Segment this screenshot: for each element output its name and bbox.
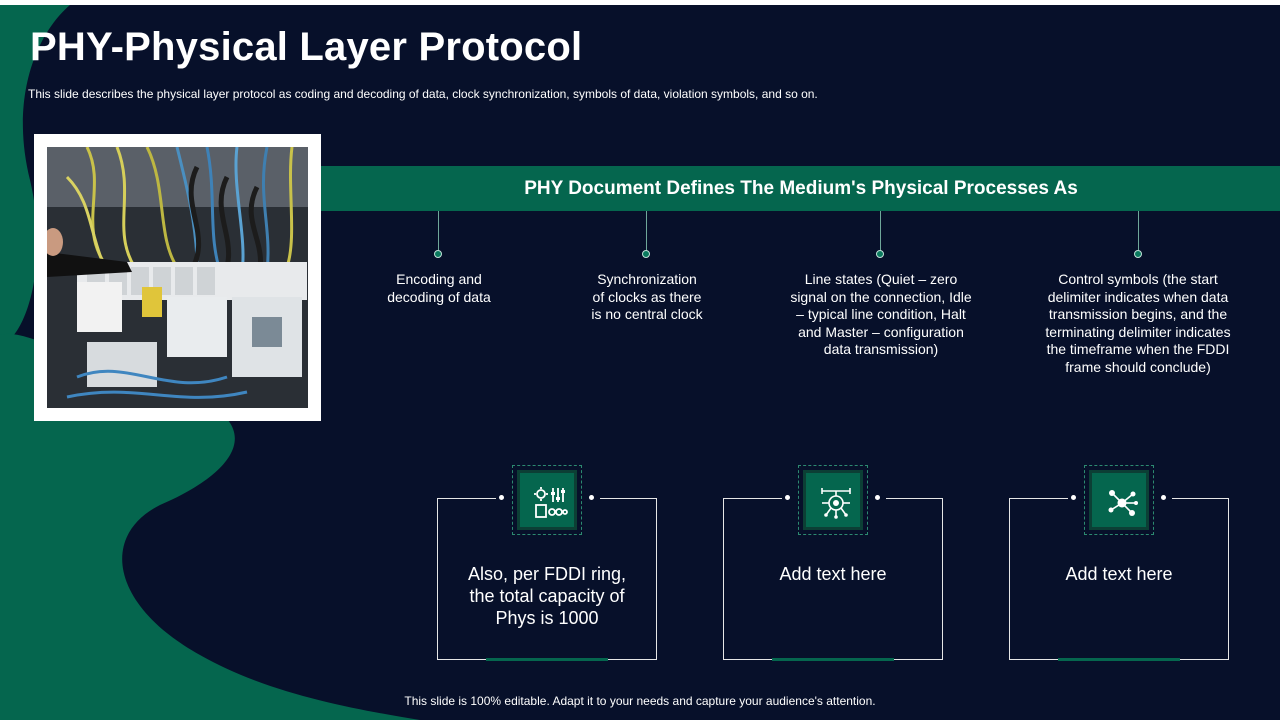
info-card: Also, per FDDI ring, the total capacity … xyxy=(437,465,657,661)
green-wave-background xyxy=(0,5,420,720)
card-text: Also, per FDDI ring, the total capacity … xyxy=(467,564,627,628)
card-icon-box xyxy=(1089,470,1149,530)
card-accent-bar xyxy=(1058,658,1180,661)
card-icon-frame xyxy=(1084,465,1154,535)
circuit-chip-icon xyxy=(821,488,851,519)
photo-frame xyxy=(34,134,321,421)
slide: PHY-Physical Layer Protocol This slide d… xyxy=(0,5,1280,720)
card-text: Add text here xyxy=(779,564,887,584)
process-point-encoding: Encoding and decoding of data xyxy=(364,271,514,306)
connector-line xyxy=(438,211,439,251)
connector-dot xyxy=(434,250,442,258)
electrical-panel-photo xyxy=(47,147,308,408)
point-text: Encoding and decoding of data xyxy=(387,271,491,305)
process-point-synchronization: Synchronization of clocks as there is no… xyxy=(567,271,727,324)
card-icon-box xyxy=(517,470,577,530)
card-edge-dot xyxy=(785,495,790,500)
card-edge-dot xyxy=(1071,495,1076,500)
connector-line xyxy=(1138,211,1139,251)
connector-dot xyxy=(642,250,650,258)
footer-note: This slide is 100% editable. Adapt it to… xyxy=(404,694,876,708)
point-text: Control symbols (the start delimiter ind… xyxy=(1045,271,1231,375)
card-edge-dot xyxy=(875,495,880,500)
page-title: PHY-Physical Layer Protocol xyxy=(30,25,583,69)
connector-line xyxy=(646,211,647,251)
point-text: Line states (Quiet – zero signal on the … xyxy=(790,271,972,357)
card-accent-bar xyxy=(772,658,894,661)
info-card: Add text here xyxy=(1009,465,1229,661)
process-point-control-symbols: Control symbols (the start delimiter ind… xyxy=(1030,271,1246,376)
card-text: Add text here xyxy=(1065,564,1173,584)
card-accent-bar xyxy=(486,658,608,661)
connector-dot xyxy=(1134,250,1142,258)
process-point-line-states: Line states (Quiet – zero signal on the … xyxy=(775,271,987,359)
card-edge-dot xyxy=(1161,495,1166,500)
section-banner: PHY Document Defines The Medium's Physic… xyxy=(321,166,1280,211)
card-edge-dot xyxy=(589,495,594,500)
connector-line xyxy=(880,211,881,251)
card-icon-frame xyxy=(512,465,582,535)
card-edge-dot xyxy=(499,495,504,500)
network-nodes-icon xyxy=(1108,490,1138,516)
info-card: Add text here xyxy=(723,465,943,661)
card-icon-box xyxy=(803,470,863,530)
banner-title: PHY Document Defines The Medium's Physic… xyxy=(524,177,1078,199)
point-text: Synchronization of clocks as there is no… xyxy=(591,271,703,322)
page-subtitle: This slide describes the physical layer … xyxy=(28,87,818,101)
control-panel-icon xyxy=(534,487,568,518)
connector-dot xyxy=(876,250,884,258)
card-icon-frame xyxy=(798,465,868,535)
